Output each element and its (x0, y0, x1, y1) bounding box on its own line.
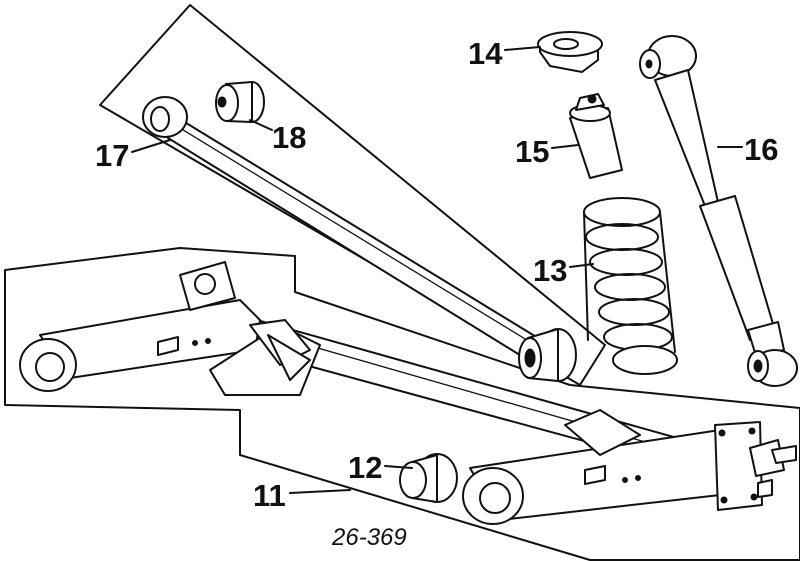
callout-17: 17 (95, 138, 129, 173)
rod-left-eye (142, 96, 188, 138)
callout-14: 14 (468, 36, 503, 71)
axle-bushing (399, 453, 458, 503)
callout-16: 16 (744, 132, 778, 167)
callout-11: 11 (253, 478, 286, 513)
lateral-rod (142, 96, 577, 382)
leader-11 (289, 489, 351, 494)
leader-18 (249, 119, 273, 131)
leader-13 (569, 263, 594, 268)
callout-13: 13 (533, 253, 567, 288)
rod-right-bushing (518, 328, 577, 382)
callout-18: 18 (272, 120, 306, 155)
right-arm-bushing (462, 467, 524, 525)
leader-17 (131, 139, 171, 153)
left-arm-bushing (19, 338, 77, 392)
leader-14 (504, 46, 541, 51)
leader-12 (384, 465, 413, 469)
axle-group-frame (4, 247, 800, 561)
callout-12: 12 (348, 450, 382, 485)
coil-spring (583, 197, 678, 375)
rear-axle-beam (19, 261, 797, 525)
spring-upper-seat (537, 31, 603, 73)
shock-lower-eye (747, 349, 798, 387)
bump-stop (569, 93, 623, 179)
rod-bushing (215, 81, 265, 123)
shock-absorber (639, 35, 798, 387)
leader-15 (551, 144, 579, 149)
callout-15: 15 (515, 134, 549, 169)
reference-number: 26-369 (331, 524, 407, 551)
